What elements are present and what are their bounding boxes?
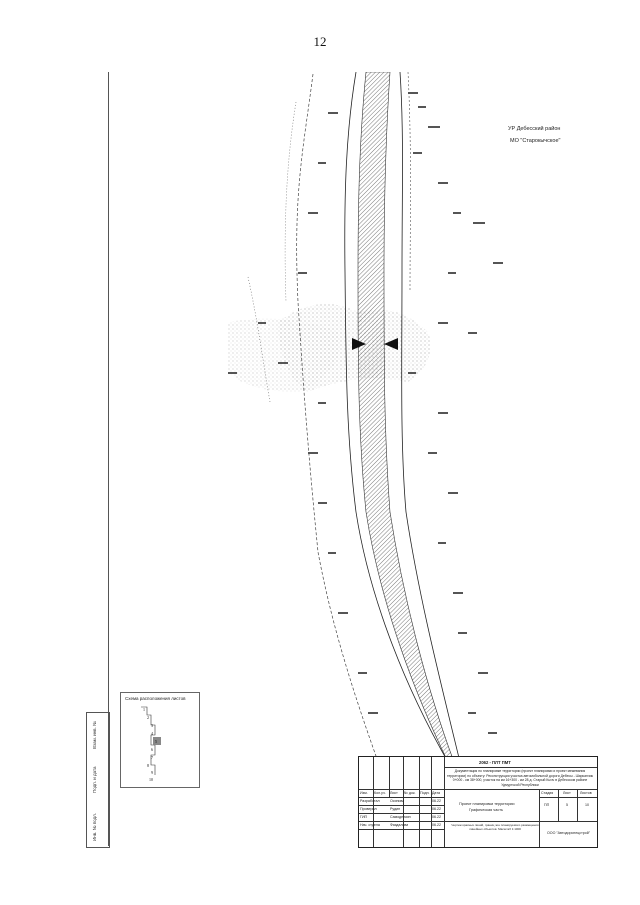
role-chief-engineer: ГИП xyxy=(360,815,368,819)
header-change: Изм. xyxy=(360,791,368,795)
name-chief-engineer: Самоделкин xyxy=(390,815,411,819)
stage-value: ПП xyxy=(544,803,550,807)
survey-area-west xyxy=(228,318,340,392)
region-label-district: УР Дебесский район xyxy=(508,126,561,132)
role-developer: Разработал xyxy=(360,799,380,803)
sheet-layout-scheme: Схема расположения листов 1 2 3 4 5 6 7 … xyxy=(120,692,200,788)
drawing-sheet xyxy=(108,72,597,846)
name-developer: Осипова xyxy=(390,799,405,803)
header-count: Кол.уч. xyxy=(374,791,386,795)
side-label-signature: Подп. и дата xyxy=(92,766,97,793)
drawing-name-line1: Проект планировки территории xyxy=(459,802,515,806)
header-sheet: Лист xyxy=(390,791,398,795)
project-description: Документация по планировке территории (п… xyxy=(447,769,593,787)
scheme-title: Схема расположения листов xyxy=(125,696,186,701)
sheets-total-header: Листов xyxy=(580,791,592,795)
date-department-head: 06.22 xyxy=(432,823,441,827)
scheme-sheet-10: 10 xyxy=(149,777,153,782)
boundary-line-left-outer xyxy=(284,101,297,303)
side-frame: Взам. инв. № Подп. и дата Инв. № подл. xyxy=(86,712,110,848)
scheme-sheet-8: 8 xyxy=(147,763,149,768)
drawing-note: Чертеж красных линий, границ зон планиру… xyxy=(451,823,539,831)
sheet-value: 5 xyxy=(566,803,568,807)
drawing-code: 2062 - ПЛТ ПМТ xyxy=(479,760,511,765)
header-doc: № док. xyxy=(404,791,416,795)
role-department-head: Нач. отдела xyxy=(360,823,380,827)
scheme-sheet-1: 1 xyxy=(143,707,145,712)
header-signature: Подп. xyxy=(420,791,430,795)
culvert-marker-left xyxy=(352,338,366,350)
sheets-total-value: 10 xyxy=(585,803,589,807)
side-label-inventory: Инв. № подл. xyxy=(92,812,97,841)
road-carriageway xyxy=(357,72,455,763)
drawing-name-line2: Графическая часть xyxy=(469,808,503,812)
company-name: ООО "Автодорспецстрой" xyxy=(547,831,590,835)
scheme-sheet-7: 7 xyxy=(151,755,153,760)
corridor-line-left xyxy=(344,72,449,763)
date-chief-engineer: 06.22 xyxy=(432,815,441,819)
scheme-sheet-4: 4 xyxy=(151,731,153,736)
stage-header: Стадия xyxy=(541,791,554,795)
scheme-sheet-6: 6 xyxy=(151,747,153,752)
sheet-header: Лист xyxy=(563,791,571,795)
title-block: 2062 - ПЛТ ПМТ Документация по планировк… xyxy=(358,756,598,848)
side-label-substitute: Взам. инв. № xyxy=(92,721,97,749)
date-checker: 06.22 xyxy=(432,807,441,811)
role-checker: Проверил xyxy=(360,807,377,811)
scheme-sheet-9: 9 xyxy=(151,770,153,775)
name-checker: Рудин xyxy=(390,807,401,811)
date-developer: 06.22 xyxy=(432,799,441,803)
scheme-sheet-5: 5 xyxy=(155,739,157,744)
scheme-sheet-2: 2 xyxy=(147,715,149,720)
scheme-sheet-3: 3 xyxy=(151,723,153,728)
page-number: 12 xyxy=(313,34,327,49)
boundary-line-left xyxy=(296,73,409,843)
scheme-diagram xyxy=(141,706,161,775)
boundary-line-right xyxy=(407,72,411,293)
culvert-marker-right xyxy=(384,338,398,350)
header-date: Дата xyxy=(432,791,440,795)
region-label-municipality: МО "Старокычское" xyxy=(510,138,561,144)
survey-points xyxy=(228,92,503,734)
corridor-line-right xyxy=(399,72,461,763)
road-plan-drawing xyxy=(228,72,503,843)
name-department-head: Фаздалова xyxy=(390,823,409,827)
